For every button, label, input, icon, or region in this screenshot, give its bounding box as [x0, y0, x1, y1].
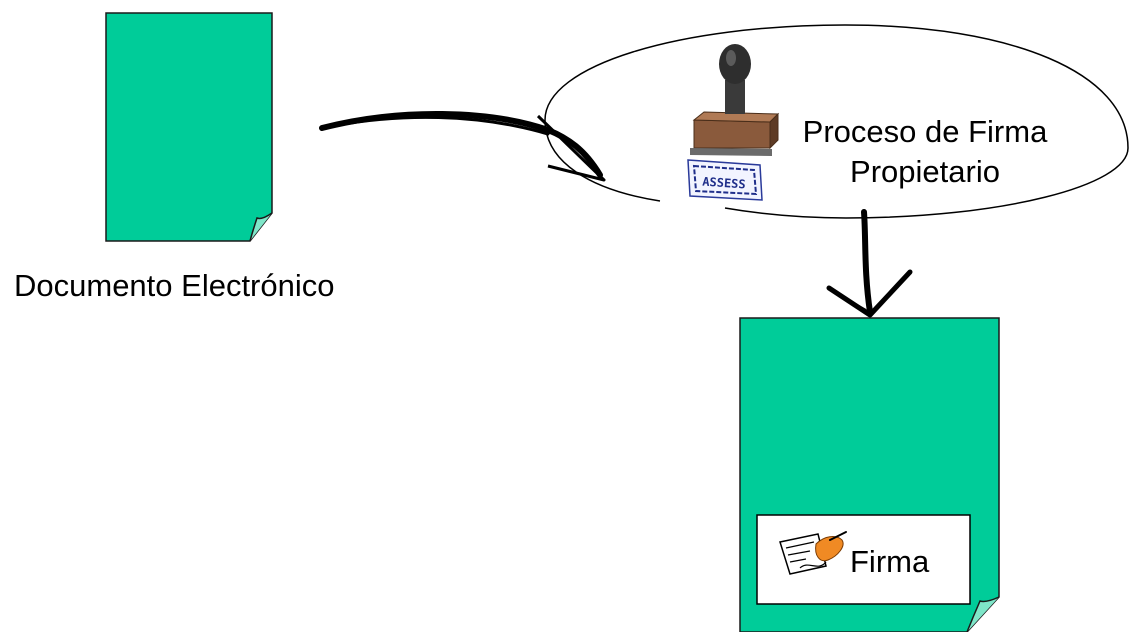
arrow-to-signed-document — [826, 209, 913, 318]
process-label-line-1: Proceso de Firma — [802, 114, 1048, 149]
source-document — [105, 12, 273, 242]
rubber-stamp-icon: ASSESS — [687, 44, 780, 201]
signature-label: Firma — [850, 544, 930, 579]
process-label: Proceso de Firma Propietario — [765, 112, 1085, 192]
source-document-page — [105, 12, 273, 242]
process-label-line-2: Propietario — [850, 154, 1000, 189]
svg-text:ASSESS: ASSESS — [702, 175, 746, 192]
source-document-fold — [249, 212, 273, 242]
signed-document-fold — [966, 596, 1000, 633]
source-document-label: Documento Electrónico — [14, 268, 335, 303]
arrow-to-process — [319, 111, 606, 182]
signature-pen-icon — [779, 531, 847, 575]
